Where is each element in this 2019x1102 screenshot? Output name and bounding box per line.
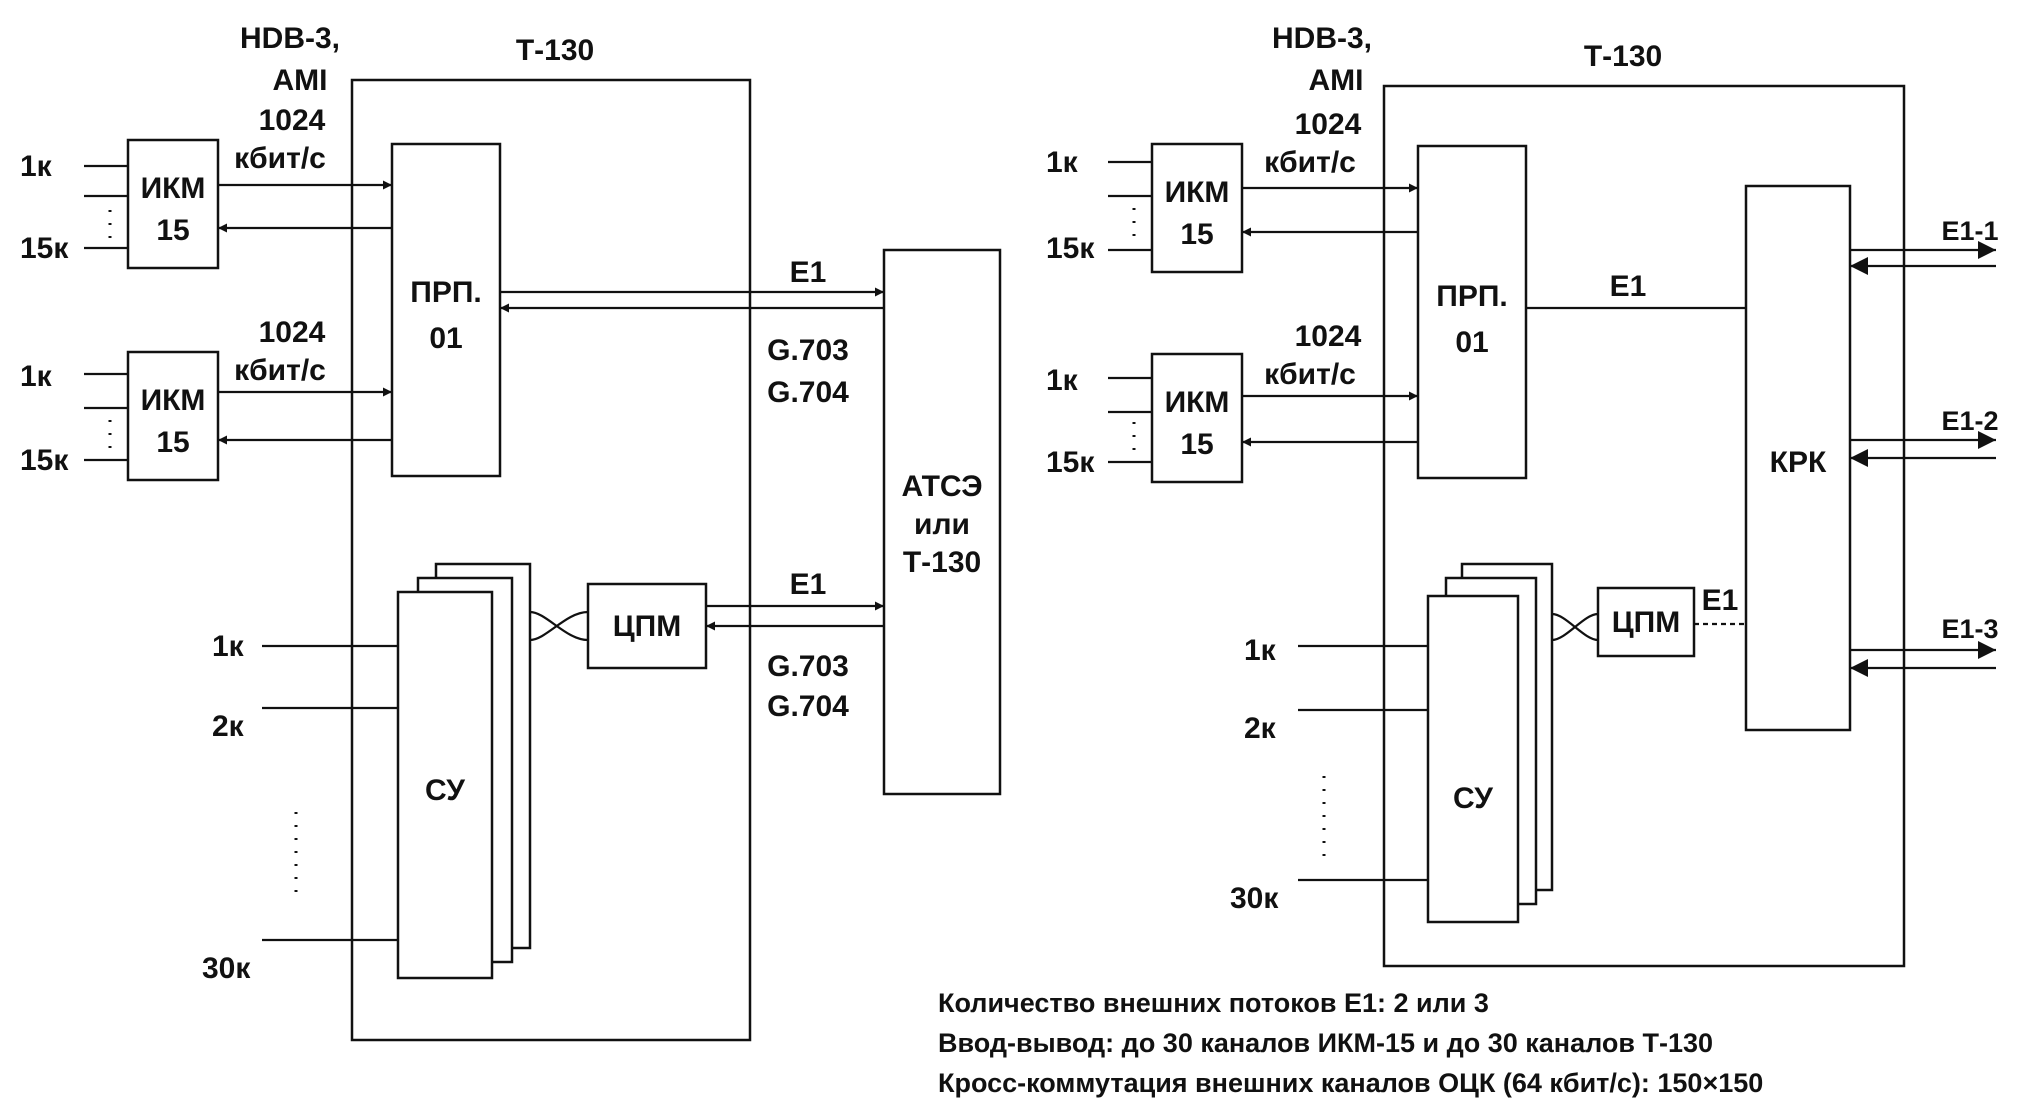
left-std-bottom-1: G.703 bbox=[767, 650, 849, 683]
ikm-channel-last: 15к bbox=[20, 232, 69, 265]
ikm15-number: 15 bbox=[1180, 218, 1213, 251]
e1-output-label: E1-2 bbox=[1941, 406, 1998, 436]
left-prp01-label: ПРП. bbox=[410, 276, 481, 309]
ikm15-box bbox=[126, 350, 220, 482]
su-channel-1: 1к bbox=[1244, 634, 1277, 667]
right-line-code-2: AMI bbox=[1309, 64, 1364, 97]
ikm15-box bbox=[126, 138, 220, 270]
left-e1-bottom-label: E1 bbox=[790, 568, 827, 601]
right-rate2-value: 1024 bbox=[1295, 320, 1362, 353]
e1-output-2: E1-2 bbox=[1850, 406, 1999, 467]
left-std-top-2: G.704 bbox=[767, 376, 849, 409]
ikm-channel-first: 1к bbox=[1046, 146, 1079, 179]
note-line-2: Ввод-вывод: до 30 каналов ИКМ-15 и до 30… bbox=[938, 1028, 1713, 1058]
e1-output-3: E1-3 bbox=[1850, 614, 1999, 677]
left-line-code-2: AMI bbox=[273, 64, 328, 97]
left-rate-value: 1024 bbox=[259, 104, 326, 137]
right-su-label: СУ bbox=[1453, 782, 1493, 815]
left-t130-label: Т-130 bbox=[516, 34, 594, 67]
ikm15-number: 15 bbox=[1180, 428, 1213, 461]
right-prp01-number: 01 bbox=[1455, 326, 1488, 359]
left-ikm15-bottom: ИКМ 15 1к 15к bbox=[20, 350, 392, 482]
right-line-code-1: HDB-3, bbox=[1272, 22, 1372, 55]
su-channel-2: 2к bbox=[212, 710, 245, 743]
su-channel-30: 30к bbox=[202, 952, 251, 985]
left-rate-unit: кбит/с bbox=[234, 142, 326, 175]
ikm15-label: ИКМ bbox=[1165, 386, 1230, 419]
right-prp01-box bbox=[1416, 144, 1528, 480]
right-prp01-label: ПРП. bbox=[1436, 280, 1507, 313]
atse-label-2: или bbox=[914, 508, 970, 541]
e1-output-label: E1-1 bbox=[1941, 216, 1998, 246]
right-e1-prp-label: E1 bbox=[1610, 270, 1647, 303]
ikm15-label: ИКМ bbox=[141, 172, 206, 205]
ikm-channel-last: 15к bbox=[1046, 446, 1095, 479]
left-scheme: Т-130 HDB-3, AMI 1024 кбит/с 1024 кбит/с… bbox=[20, 22, 1002, 1042]
left-prp01-box bbox=[390, 142, 502, 478]
right-twisted-pair bbox=[1551, 612, 1599, 642]
right-scheme: Т-130 HDB-3, AMI 1024 кбит/с 1024 кбит/с… bbox=[938, 22, 1999, 1098]
ikm15-label: ИКМ bbox=[1165, 176, 1230, 209]
e1-output-1: E1-1 bbox=[1850, 216, 1999, 275]
su-channel-30: 30к bbox=[1230, 882, 1279, 915]
ikm-channel-last: 15к bbox=[1046, 232, 1095, 265]
right-ikm15-top: ИКМ 15 1к 15к bbox=[1046, 142, 1418, 274]
krk-label: КРК bbox=[1770, 446, 1827, 479]
left-rate2-value: 1024 bbox=[259, 316, 326, 349]
su-channel-1: 1к bbox=[212, 630, 245, 663]
left-twisted-pair bbox=[529, 610, 589, 642]
su-board-front bbox=[396, 590, 494, 980]
note-line-1: Количество внешних потоков E1: 2 или 3 bbox=[938, 988, 1489, 1018]
ikm-channel-first: 1к bbox=[20, 150, 53, 183]
left-tspm-box bbox=[586, 582, 708, 670]
right-t130-label: Т-130 bbox=[1584, 40, 1662, 73]
ikm15-label: ИКМ bbox=[141, 384, 206, 417]
su-board-front bbox=[1426, 594, 1520, 924]
right-ikm15-bottom: ИКМ 15 1к 15к bbox=[1046, 352, 1418, 484]
right-rate2-unit: кбит/с bbox=[1264, 358, 1356, 391]
left-tspm-label: ЦПМ bbox=[613, 610, 681, 643]
right-tspm-box bbox=[1596, 586, 1696, 658]
left-rate2-unit: кбит/с bbox=[234, 354, 326, 387]
ikm-channel-last: 15к bbox=[20, 444, 69, 477]
left-ikm15-top: ИКМ 15 1к 15к bbox=[20, 138, 392, 270]
right-rate-unit: кбит/с bbox=[1264, 146, 1356, 179]
left-line-code-1: HDB-3, bbox=[240, 22, 340, 55]
left-std-bottom-2: G.704 bbox=[767, 690, 849, 723]
atse-box bbox=[882, 248, 1002, 796]
right-rate-value: 1024 bbox=[1295, 108, 1362, 141]
left-prp01-number: 01 bbox=[429, 322, 462, 355]
krk-box bbox=[1744, 184, 1852, 732]
su-channel-2: 2к bbox=[1244, 712, 1277, 745]
atse-label-1: АТСЭ bbox=[901, 470, 982, 503]
ikm-channel-first: 1к bbox=[20, 360, 53, 393]
ikm15-box bbox=[1150, 142, 1244, 274]
right-tspm-label: ЦПМ bbox=[1612, 606, 1680, 639]
ikm15-number: 15 bbox=[156, 426, 189, 459]
ikm15-box bbox=[1150, 352, 1244, 484]
left-su-label: СУ bbox=[425, 774, 465, 807]
left-std-top-1: G.703 bbox=[767, 334, 849, 367]
e1-output-label: E1-3 bbox=[1941, 614, 1998, 644]
right-e1-tspm-label: E1 bbox=[1702, 584, 1739, 617]
ikm15-number: 15 bbox=[156, 214, 189, 247]
atse-label-3: Т-130 bbox=[903, 546, 981, 579]
ikm-channel-first: 1к bbox=[1046, 364, 1079, 397]
left-e1-top-label: E1 bbox=[790, 256, 827, 289]
note-line-3: Кросс-коммутация внешних каналов ОЦК (64… bbox=[938, 1068, 1763, 1098]
